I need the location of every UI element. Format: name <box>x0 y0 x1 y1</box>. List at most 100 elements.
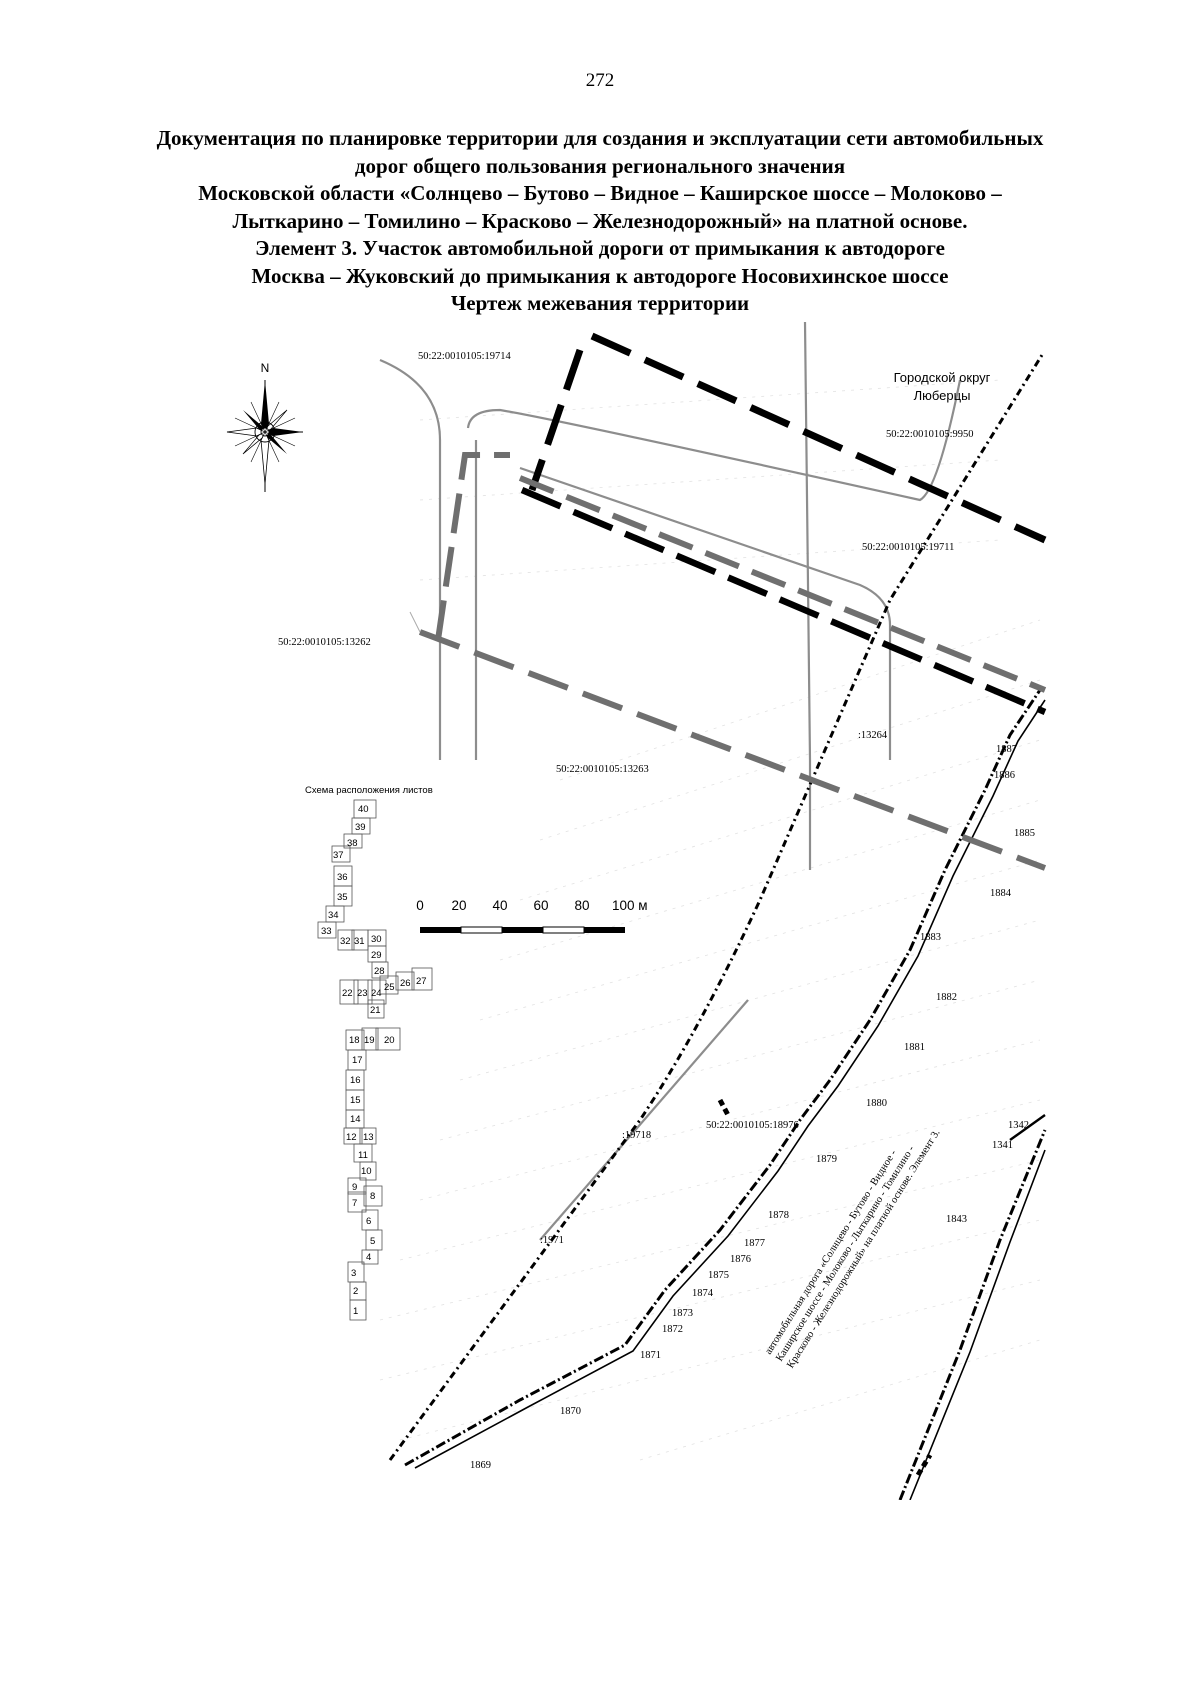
sheet-number: 26 <box>400 978 411 989</box>
sheet-number: 39 <box>355 822 366 833</box>
sheet-number: 11 <box>358 1150 368 1161</box>
point-label: 1884 <box>990 888 1012 899</box>
sheet-number: 14 <box>350 1114 361 1125</box>
sheet-number: 28 <box>374 966 385 977</box>
title-line-4: Лыткарино – Томилино – Красково – Железн… <box>232 208 968 233</box>
road-edge-6 <box>803 321 812 870</box>
title-line-1: Документация по планировке территории дл… <box>156 126 1044 150</box>
sheet-scheme-numbers: 1 2 3 4 5 6 7 8 9 10 11 12 13 14 15 16 1… <box>321 804 427 1317</box>
sheet-number: 40 <box>358 804 369 815</box>
compass-north-label: N <box>261 361 270 375</box>
point-label: 1880 <box>866 1098 887 1109</box>
plot-boundary-grey-3 <box>418 629 1047 871</box>
sheet-number: 13 <box>363 1132 374 1143</box>
scale-tick-label: 80 <box>574 898 589 913</box>
scale-tick-label: 60 <box>533 898 548 913</box>
sheet-number: 19 <box>364 1035 375 1046</box>
title-line-2: дорог общего пользования регионального з… <box>354 153 846 178</box>
district-label: Городской округ Люберцы <box>894 370 991 403</box>
red-lines-road <box>404 689 1047 1500</box>
sheet-number: 32 <box>340 936 351 947</box>
plot-boundary-black-3 <box>520 487 1047 715</box>
point-label: 1342 <box>1008 1120 1029 1131</box>
sheet-number: 2 <box>353 1286 358 1297</box>
page-number: 272 <box>585 70 615 91</box>
sheet-number: 20 <box>384 1035 395 1046</box>
parcel-label: :1971 <box>540 1235 564 1246</box>
point-label: 1878 <box>768 1210 789 1221</box>
compass-rose-icon: N <box>226 361 303 492</box>
sheet-number: 10 <box>361 1166 372 1177</box>
plot-boundary-black-5 <box>915 1453 933 1477</box>
parcel-label: 50:22:0010105:13263 <box>556 764 649 775</box>
parcel-label: :19718 <box>622 1130 651 1141</box>
point-label: 1874 <box>692 1288 714 1299</box>
point-label: 1871 <box>640 1350 661 1361</box>
plot-boundary-black-2 <box>528 348 584 492</box>
plot-boundary-black-4 <box>717 1098 731 1117</box>
sheet-number: 3 <box>351 1268 356 1279</box>
sheet-number: 24 <box>371 988 382 999</box>
road-label-line-2: Каширское шоссе - Молоково - Лыткарино -… <box>774 1144 917 1364</box>
sheet-number: 37 <box>333 850 344 861</box>
sheet-number: 30 <box>371 934 382 945</box>
scale-tick-label: 20 <box>451 898 466 913</box>
district-label-line-2: Люберцы <box>914 388 971 403</box>
plot-boundary-grey-2 <box>518 475 1047 693</box>
sheet-number: 12 <box>346 1132 357 1143</box>
sheet-number: 6 <box>366 1216 371 1227</box>
point-label: 1879 <box>816 1154 837 1165</box>
parcel-label: 50:22:0010105:19714 <box>418 351 512 362</box>
district-label-line-1: Городской округ <box>894 370 991 385</box>
sheet-number: 38 <box>347 838 358 849</box>
cadastral-labels: 50:22:0010105:19714 50:22:0010105:9950 5… <box>278 351 974 1246</box>
sheet-number: 36 <box>337 872 348 883</box>
scale-tick-label: 100 м <box>612 898 648 913</box>
territory-boundaries-grey <box>418 452 1047 871</box>
sheet-number: 5 <box>370 1236 375 1247</box>
scale-bar: 0 20 40 60 80 100 м <box>416 898 648 934</box>
land-survey-map: N Городской округ Люберцы 50:22:0010105:… <box>226 321 1047 1500</box>
parcel-label: :13264 <box>858 730 888 741</box>
title-line-7: Чертеж межевания территории <box>450 291 750 315</box>
point-label: 1876 <box>730 1254 751 1265</box>
sheet-number: 29 <box>371 950 382 961</box>
sheet-number: 16 <box>350 1075 361 1086</box>
sheet-number: 17 <box>352 1055 363 1066</box>
sheet-scheme: Схема расположения листов 1 2 <box>305 785 433 1321</box>
sheet-scheme-frames <box>317 799 433 1321</box>
point-label: 1881 <box>904 1042 925 1053</box>
plot-boundary-grey-1 <box>435 452 510 641</box>
sheet-number: 33 <box>321 926 332 937</box>
sheet-number: 9 <box>352 1182 357 1193</box>
map-background-hatch <box>379 379 1041 1461</box>
sheet-number: 8 <box>370 1191 375 1202</box>
parcel-label: 50:22:0010105:9950 <box>886 429 974 440</box>
sheet-number: 21 <box>370 1005 381 1016</box>
land-plot-boundaries <box>520 332 1047 1477</box>
sheet-number: 18 <box>349 1035 360 1046</box>
sheet-number: 31 <box>354 936 365 947</box>
road-edges <box>379 321 962 1241</box>
sheet-number: 34 <box>328 910 339 921</box>
title-line-6: Москва – Жуковский до примыкания к автод… <box>251 263 949 288</box>
point-label: 1875 <box>708 1270 729 1281</box>
sheet-scheme-title: Схема расположения листов <box>305 785 433 796</box>
road-edge-5 <box>539 999 749 1241</box>
sheet-number: 1 <box>353 1306 358 1317</box>
sheet-number: 7 <box>352 1198 357 1209</box>
sheet-number: 23 <box>357 988 368 999</box>
parcel-label: 50:22:0010105:18976 <box>706 1120 799 1131</box>
boundary-point-labels: 1869 1870 1871 1872 1873 1874 1875 1876 … <box>470 744 1035 1471</box>
sheet-number: 22 <box>342 988 353 999</box>
sheet-number: 25 <box>384 982 395 993</box>
parcel-label: 50:22:0010105:19711 <box>862 542 954 553</box>
parcel-label: 50:22:0010105:13262 <box>278 637 371 648</box>
territory-boundary-dashdot <box>388 354 1044 1461</box>
parcel-edge <box>409 611 421 633</box>
road-label-line-1: автомобильная дорога «Солнцево - Бутово … <box>763 1148 899 1357</box>
point-label: 1882 <box>936 992 957 1003</box>
point-label: 1885 <box>1014 828 1035 839</box>
sheet-number: 4 <box>366 1252 371 1263</box>
point-label: 1341 <box>992 1140 1013 1151</box>
